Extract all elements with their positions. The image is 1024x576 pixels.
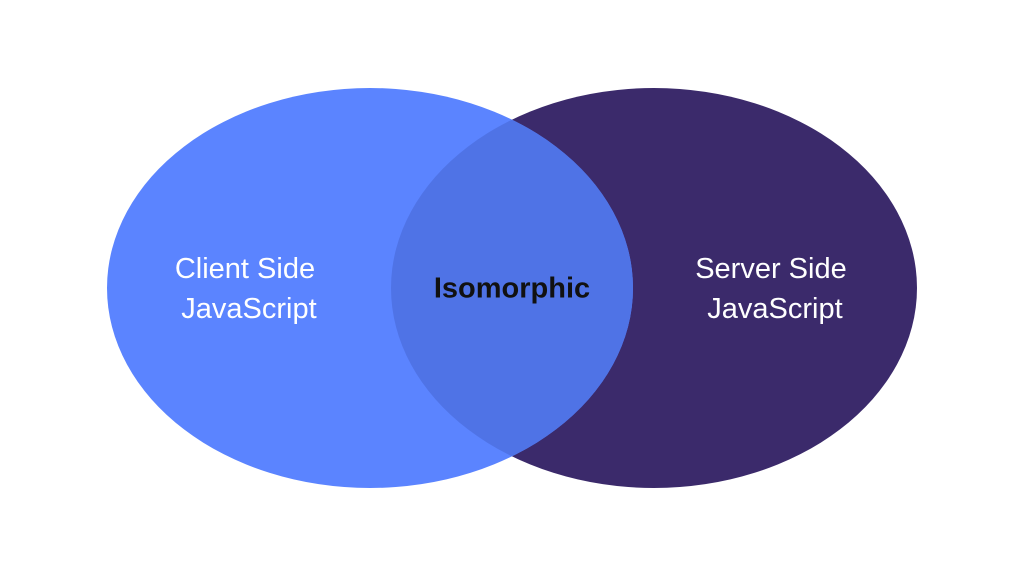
- client-side-label-line2: JavaScript: [181, 293, 316, 325]
- server-side-label-line2: JavaScript: [707, 293, 842, 325]
- server-side-label: Server Side JavaScript: [695, 253, 855, 325]
- client-side-label: Client Side JavaScript: [175, 253, 323, 325]
- isomorphic-overlap: [391, 88, 633, 488]
- server-side-label-line1: Server Side: [695, 253, 847, 285]
- isomorphic-label: Isomorphic: [434, 273, 590, 305]
- client-side-label-line1: Client Side: [175, 253, 315, 285]
